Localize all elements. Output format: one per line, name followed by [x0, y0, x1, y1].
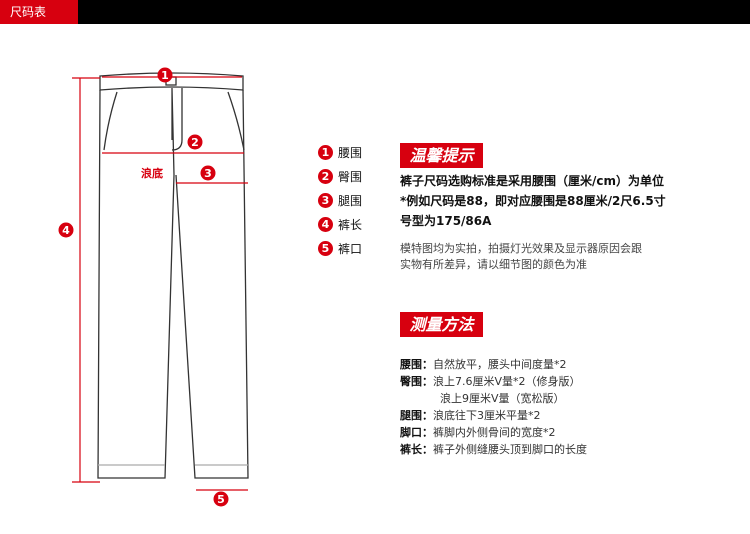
legend-item: 5 裤口 — [318, 236, 362, 260]
method-row: 浪上9厘米V量（宽松版） — [400, 390, 587, 407]
pants-diagram: 1 2 3 4 5 浪底 — [58, 67, 249, 507]
method-value: 浪底往下3厘米平量*2 — [433, 409, 541, 422]
method-row: 裤长：裤子外侧缝腰头顶到脚口的长度 — [400, 441, 587, 458]
legend-item: 2 臀围 — [318, 164, 362, 188]
legend-num: 5 — [318, 240, 333, 256]
tips-text: 裤子尺码选购标准是采用腰围（厘米/cm）为单位 *例如尺码是88，即对应腰围是8… — [400, 171, 666, 231]
marker-3-label: 3 — [204, 167, 212, 180]
legend-label: 臀围 — [338, 169, 363, 184]
method-key: 腰围： — [400, 358, 433, 371]
legend-label: 裤长 — [338, 217, 363, 232]
right-leg-outline — [175, 89, 249, 479]
legend: 1 腰围 2 臀围 3 腿围 4 裤长 5 裤口 — [318, 140, 362, 260]
method-value: 浪上7.6厘米V量*2（修身版） — [433, 375, 581, 388]
method-value: 裤子外侧缝腰头顶到脚口的长度 — [433, 443, 587, 456]
method-row: 脚口：裤脚内外侧骨间的宽度*2 — [400, 424, 587, 441]
method-row: 腿围：浪底往下3厘米平量*2 — [400, 407, 587, 424]
tips-title: 温馨提示 — [400, 143, 483, 168]
method-value: 浪上9厘米V量（宽松版） — [440, 392, 565, 405]
method-key: 臀围： — [400, 375, 433, 388]
method-list: 腰围：自然放平，腰头中间度量*2 臀围：浪上7.6厘米V量*2（修身版） 浪上9… — [400, 356, 587, 458]
left-leg-outline — [97, 89, 175, 479]
legend-num: 4 — [318, 216, 333, 232]
note-line: 实物有所差异，请以细节图的颜色为准 — [400, 258, 587, 271]
tips-line: 裤子尺码选购标准是采用腰围（厘米/cm）为单位 — [400, 174, 665, 188]
marker-1-label: 1 — [161, 69, 169, 82]
legend-item: 1 腰围 — [318, 140, 362, 164]
marker-5 — [213, 491, 229, 507]
legend-item: 4 裤长 — [318, 212, 362, 236]
crotch-label: 浪底 — [141, 166, 163, 180]
method-key: 脚口： — [400, 426, 433, 439]
legend-item: 3 腿围 — [318, 188, 362, 212]
method-key: 腿围： — [400, 409, 433, 422]
marker-2 — [187, 134, 203, 150]
tips-note: 模特图均为实拍，拍摄灯光效果及显示器原因会跟 实物有所差异，请以细节图的颜色为准 — [400, 241, 642, 273]
tips-line: 号型为175/86A — [400, 214, 492, 228]
marker-1 — [157, 67, 173, 83]
method-key: 裤长： — [400, 443, 433, 456]
marker-2-label: 2 — [191, 136, 199, 149]
legend-num: 2 — [318, 168, 333, 184]
method-title: 测量方法 — [400, 312, 483, 337]
method-row: 腰围：自然放平，腰头中间度量*2 — [400, 356, 587, 373]
legend-label: 腿围 — [338, 193, 363, 208]
marker-4-label: 4 — [62, 224, 70, 237]
note-line: 模特图均为实拍，拍摄灯光效果及显示器原因会跟 — [400, 242, 642, 255]
method-row: 臀围：浪上7.6厘米V量*2（修身版） — [400, 373, 587, 390]
marker-3 — [200, 165, 216, 181]
marker-4 — [58, 222, 74, 238]
tips-line: *例如尺码是88，即对应腰围是88厘米/2尺6.5寸 — [400, 194, 666, 208]
method-value: 自然放平，腰头中间度量*2 — [433, 358, 567, 371]
legend-label: 裤口 — [338, 241, 363, 256]
method-value: 裤脚内外侧骨间的宽度*2 — [433, 426, 556, 439]
legend-label: 腰围 — [338, 145, 363, 160]
marker-5-label: 5 — [217, 493, 225, 506]
top-bar — [0, 0, 750, 24]
legend-num: 3 — [318, 192, 333, 208]
legend-num: 1 — [318, 144, 333, 160]
tab-size-chart[interactable]: 尺码表 — [0, 0, 78, 24]
